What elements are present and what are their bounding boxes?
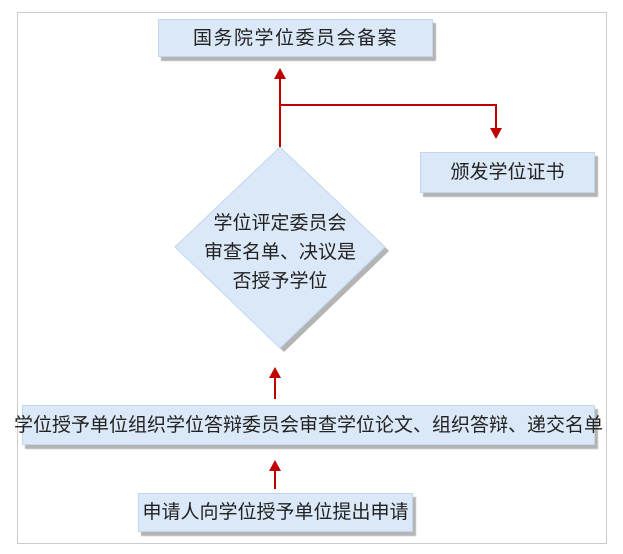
- diamond-shape: [174, 146, 386, 349]
- decision-line-2: 审查名单、决议是: [203, 242, 356, 263]
- node-label: 颁发学位证书: [450, 162, 565, 183]
- arrowhead-up-icon: [269, 367, 281, 378]
- page-border: [17, 12, 607, 544]
- connector-branch-vertical: [495, 104, 497, 129]
- arrowhead-down-icon: [490, 128, 502, 139]
- decision-line-1: 学位评定委员会: [213, 213, 347, 234]
- node-applicant-apply: 申请人向学位授予单位提出申请: [138, 493, 413, 532]
- arrowhead-up-icon: [269, 460, 281, 471]
- node-label: 学位授予单位组织学位答辩委员会审查学位论文、组织答辩、递交名单: [14, 414, 604, 436]
- node-issue-certificate: 颁发学位证书: [420, 152, 595, 193]
- decision-diamond: [174, 146, 389, 352]
- node-state-council-record: 国务院学位委员会备案: [158, 19, 433, 57]
- connector-branch-horizontal: [280, 104, 497, 106]
- node-label: 申请人向学位授予单位提出申请: [142, 502, 409, 523]
- node-defense-committee: 学位授予单位组织学位答辩委员会审查学位论文、组织答辩、递交名单: [14, 405, 603, 445]
- node-label: 国务院学位委员会备案: [192, 27, 398, 49]
- connector-apply-to-defense: [274, 470, 276, 489]
- decision-line-3: 否授予学位: [232, 271, 328, 292]
- arrowhead-up-icon: [274, 68, 286, 79]
- decision-diamond-label: 学位评定委员会 审查名单、决议是 否授予学位: [175, 209, 385, 296]
- connector-diamond-to-record: [279, 78, 281, 147]
- connector-defense-to-diamond: [274, 377, 276, 399]
